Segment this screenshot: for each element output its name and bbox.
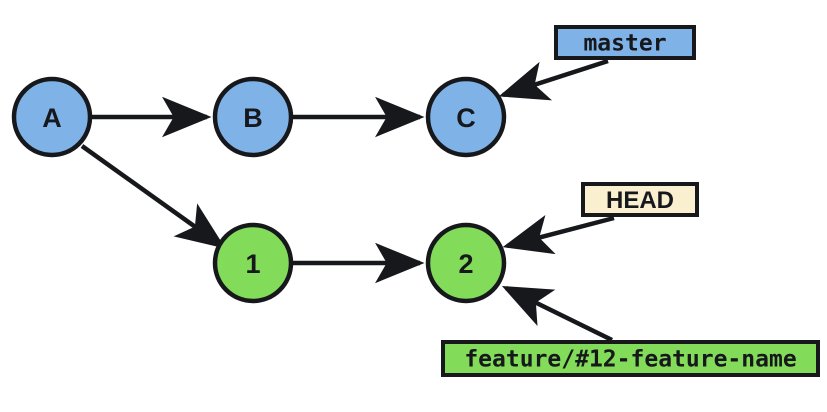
ref-label-feature[interactable]: feature/#12-feature-name [441, 340, 820, 377]
edges-group [80, 96, 425, 284]
edge-a-to-1 [80, 144, 226, 249]
ref-arrows-group [498, 58, 615, 343]
ref-feature-text: feature/#12-feature-name [464, 347, 796, 373]
commit-b-label: B [243, 103, 263, 133]
commit-node-c[interactable]: C [425, 76, 507, 158]
arrow-master-to-c [498, 58, 609, 101]
commit-2-circle[interactable] [425, 222, 507, 304]
commit-2-label: 2 [458, 249, 473, 279]
commit-a-label: A [42, 103, 62, 133]
commit-node-1[interactable]: 1 [212, 222, 294, 304]
commit-node-b[interactable]: B [212, 76, 294, 158]
commit-a-circle[interactable] [11, 76, 93, 158]
commit-b-circle[interactable] [212, 76, 294, 158]
ref-head-box[interactable] [581, 182, 699, 217]
ref-master-box[interactable] [554, 25, 696, 60]
commit-c-circle[interactable] [425, 76, 507, 158]
commit-1-label: 1 [245, 249, 260, 279]
arrow-feature-to-2 [501, 285, 613, 343]
commit-1-circle[interactable] [212, 222, 294, 304]
ref-label-master[interactable]: master [554, 25, 696, 60]
ref-master-text: master [583, 31, 666, 57]
ref-head-text: HEAD [606, 187, 674, 214]
ref-label-head[interactable]: HEAD [581, 182, 699, 217]
commit-node-2[interactable]: 2 [425, 222, 507, 304]
commit-c-label: C [456, 103, 476, 133]
arrow-head-to-2 [502, 215, 615, 255]
commit-node-a[interactable]: A [11, 76, 93, 158]
ref-feature-box[interactable] [441, 340, 820, 377]
